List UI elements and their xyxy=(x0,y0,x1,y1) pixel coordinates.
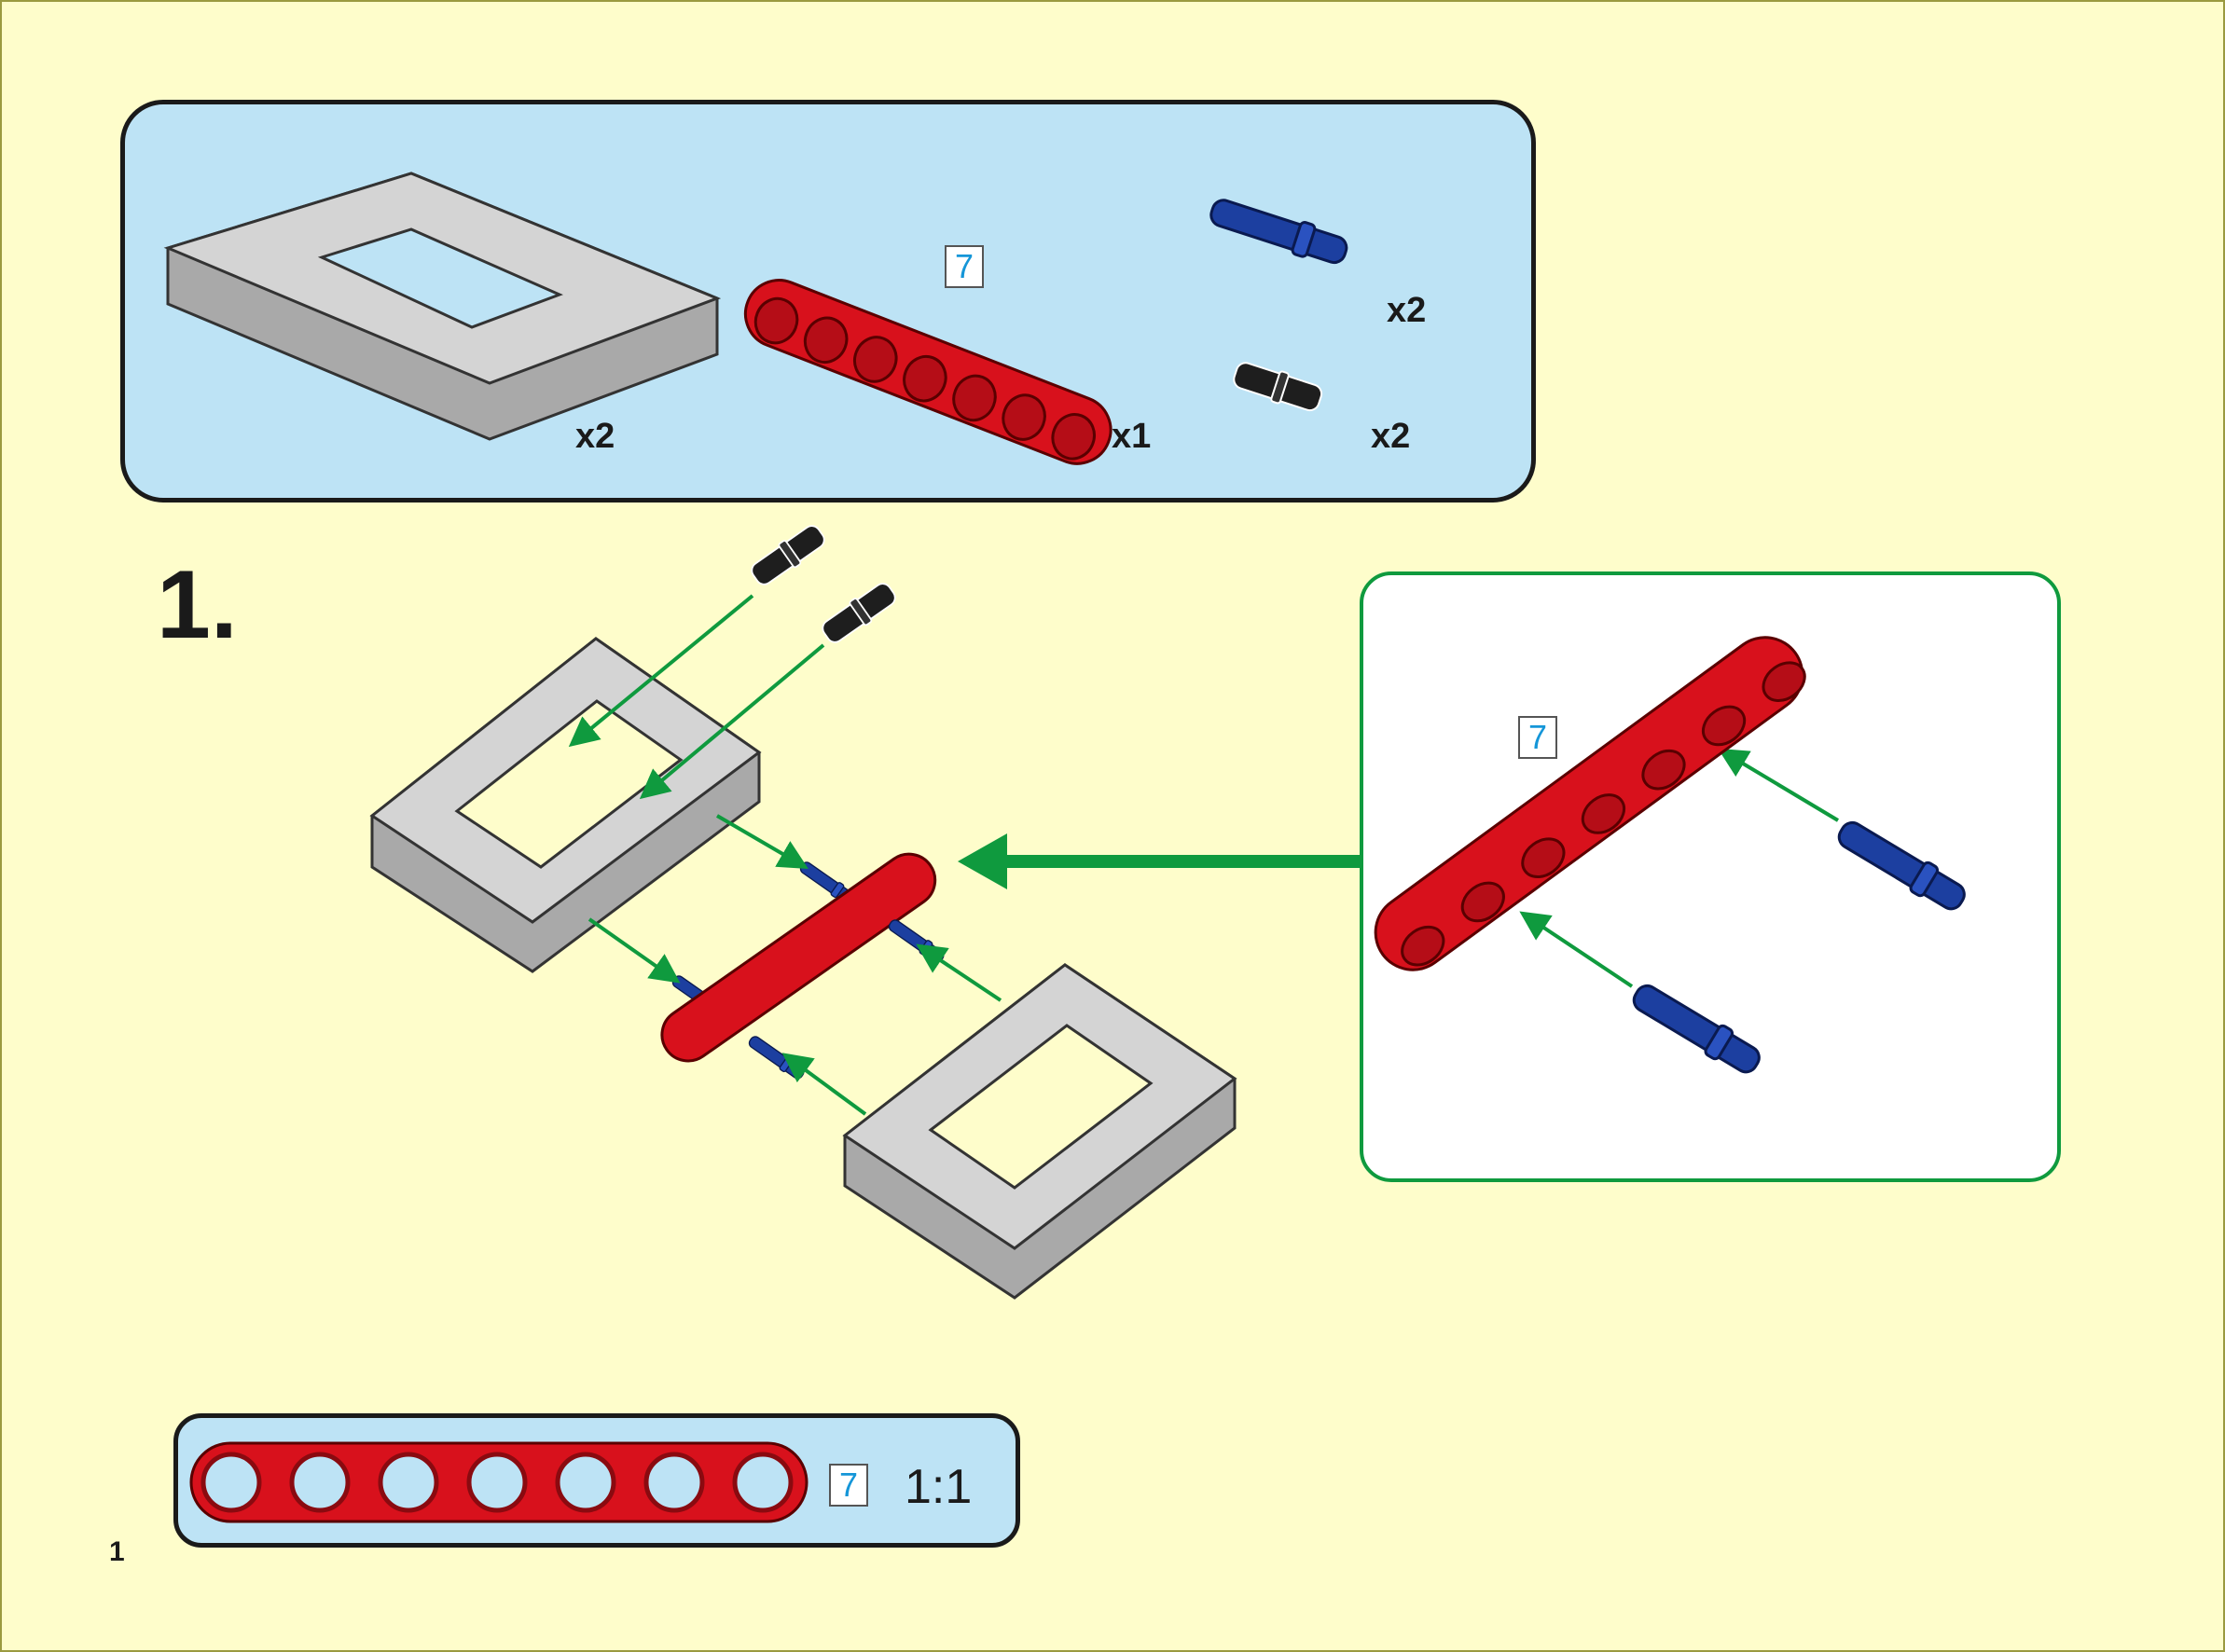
arrow-line xyxy=(715,814,808,870)
assembly-arrows xyxy=(568,594,1840,1116)
arrow-line xyxy=(568,594,754,748)
frame-quantity: x2 xyxy=(575,417,615,456)
arrow-line xyxy=(1718,748,1840,822)
scale-beam-length-label: 7 xyxy=(829,1464,868,1507)
beam-7-step xyxy=(660,852,937,1063)
beam-7-part-icon xyxy=(743,279,1112,465)
arrow-line xyxy=(587,917,681,984)
arrow-line xyxy=(781,1053,867,1116)
step-number: 1. xyxy=(157,551,238,659)
blue-pin-callout xyxy=(1626,977,1767,1081)
beam-7-scale xyxy=(189,1441,808,1523)
frame-step-2 xyxy=(842,963,1237,1300)
scale-ratio: 1:1 xyxy=(905,1460,973,1514)
blue-pin-callout xyxy=(1831,814,1972,918)
blue-pin-quantity: x2 xyxy=(1387,291,1427,330)
black-pin-step xyxy=(817,577,901,649)
frame-part-icon xyxy=(163,172,722,441)
blue-pin-part-icon xyxy=(1205,192,1352,270)
arrow-line xyxy=(1519,911,1634,988)
blue-pin-step xyxy=(745,1032,808,1083)
arrow-line xyxy=(639,643,825,800)
beam-quantity: x1 xyxy=(1112,417,1152,456)
frame-step-1 xyxy=(369,637,762,973)
page-number: 1 xyxy=(109,1536,125,1567)
black-pin-part-icon xyxy=(1229,356,1326,417)
callout-beam-length-label: 7 xyxy=(1518,716,1557,759)
callout-pointer-arrow xyxy=(958,833,1361,889)
beam-7-callout xyxy=(1374,636,1806,971)
arrow-line xyxy=(916,943,1002,1002)
black-pin-quantity: x2 xyxy=(1371,417,1411,456)
beam-length-label: 7 xyxy=(945,245,984,288)
black-pin-step xyxy=(746,519,830,591)
